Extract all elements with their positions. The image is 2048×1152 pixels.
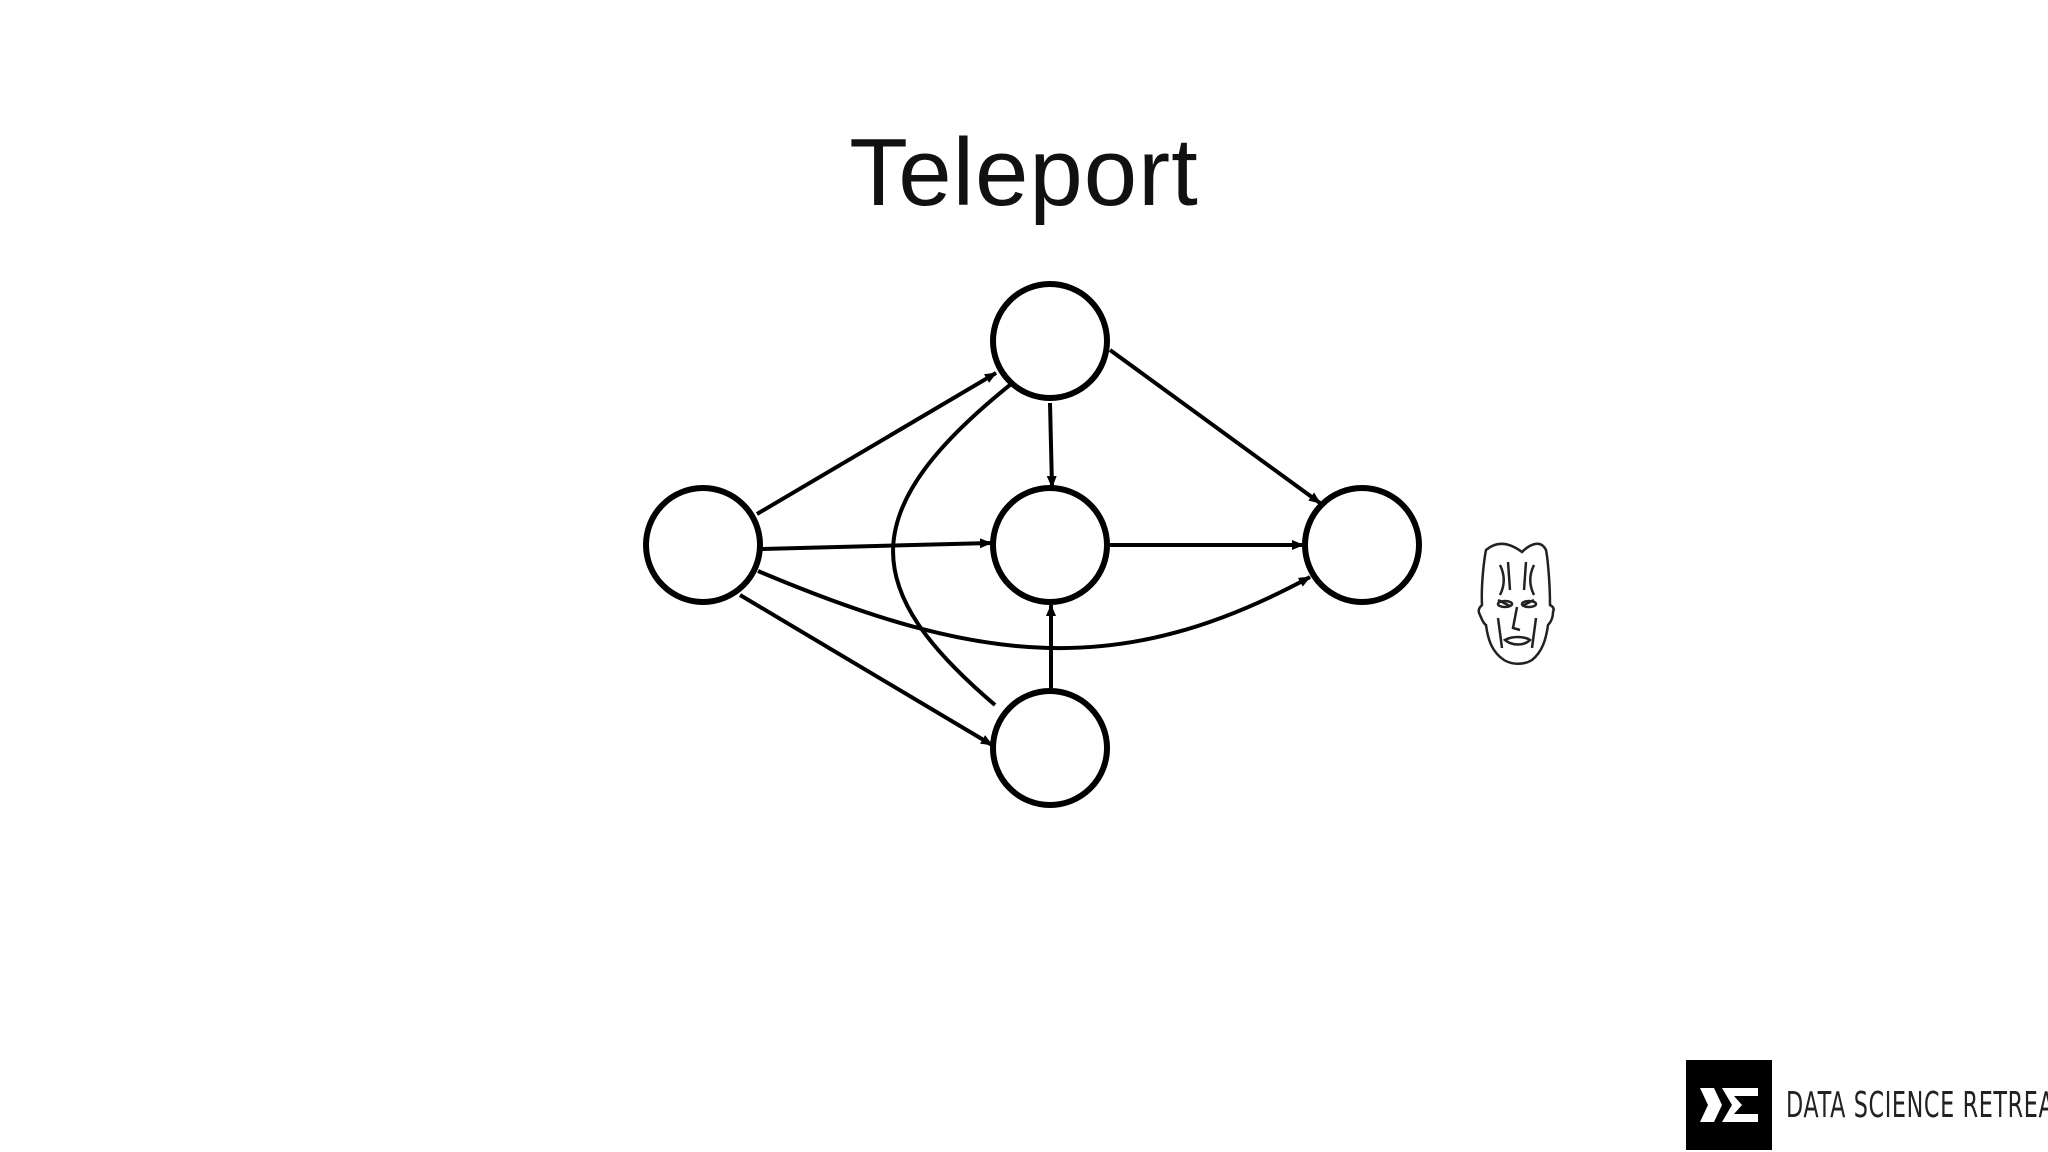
edge-left-bottom — [738, 593, 994, 747]
node-right — [1302, 485, 1422, 605]
node-left — [643, 485, 763, 605]
sigma-logo-icon — [1686, 1060, 1772, 1150]
node-middle — [990, 485, 1110, 605]
edge-left-middle — [761, 538, 992, 551]
slide-title: Teleport — [849, 119, 1199, 226]
node-bottom — [990, 688, 1110, 808]
edge-left-right — [757, 569, 1311, 651]
edge-top-right — [1108, 348, 1322, 505]
logo-text: DATA SCIENCE RETREAT — [1786, 1084, 2048, 1126]
edge-top-middle — [1046, 402, 1057, 488]
face-icon — [1477, 542, 1555, 665]
node-top — [990, 281, 1110, 401]
edge-bottom-top — [891, 375, 1022, 707]
edge-left-top — [755, 371, 998, 516]
data-science-retreat-logo: DATA SCIENCE RETREAT — [1686, 1060, 2048, 1150]
